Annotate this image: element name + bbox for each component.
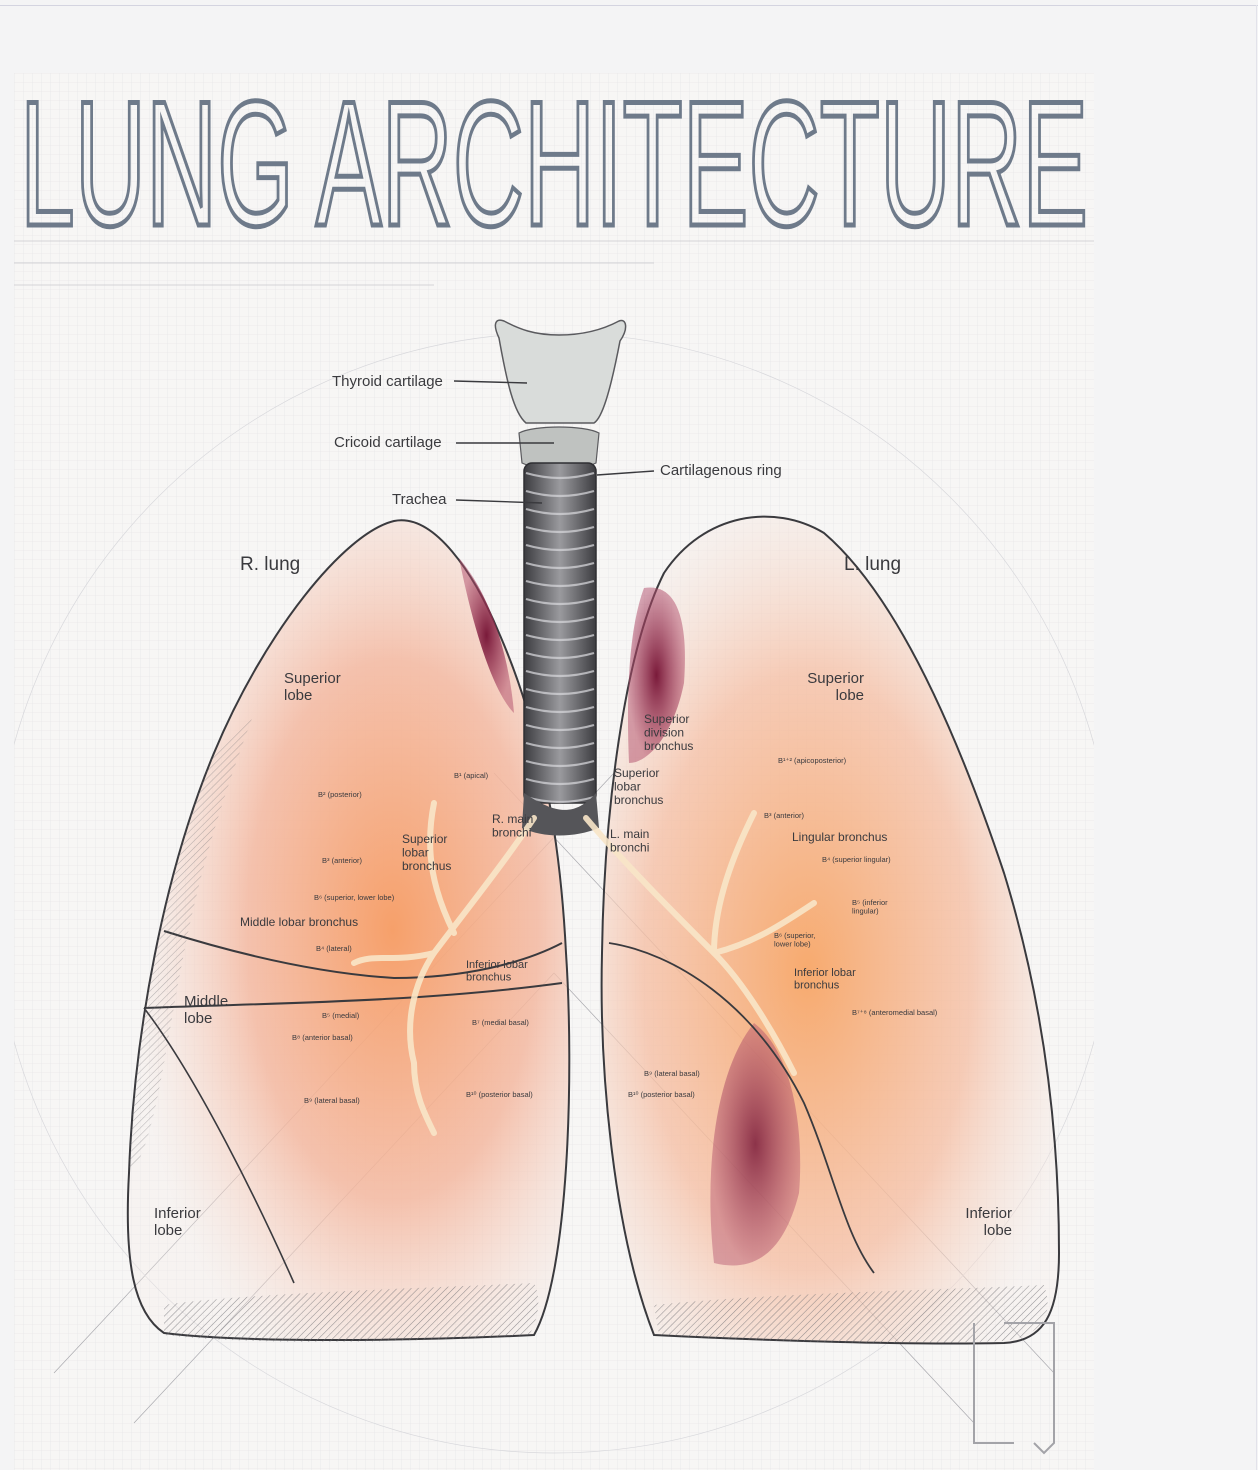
segment-bronchus-label: B¹⁰ (posterior basal): [628, 1090, 695, 1099]
poster-title: LUNG ARCHITECTURE: [20, 73, 1088, 263]
cricoid-cartilage-label: Cricoid cartilage: [334, 434, 442, 451]
segment-bronchus-label: B¹⁺² (apicoposterior): [778, 756, 847, 765]
segment-bronchus-label: B³ (anterior): [764, 811, 805, 820]
right-border: [1256, 5, 1257, 1470]
trachea-label: Trachea: [392, 491, 447, 508]
thyroid-cartilage-label: Thyroid cartilage: [332, 373, 443, 390]
segment-bronchus-label: B² (posterior): [318, 790, 362, 799]
segment-bronchus-label: B⁶ (superior, lower lobe): [314, 893, 395, 902]
cartilagenous-ring-label: Cartilagenous ring: [660, 462, 782, 479]
middle-lobar-bronchus-label: Middle lobar bronchus: [240, 915, 358, 929]
segment-bronchus-label: B⁶ (superior,lower lobe): [774, 931, 815, 948]
segment-bronchus-label: B¹⁰ (posterior basal): [466, 1090, 533, 1099]
right-lung-label: R. lung: [240, 554, 300, 575]
segment-bronchus-label: B⁵ (medial): [322, 1011, 360, 1020]
segment-bronchus-label: B⁷⁺⁸ (anteromedial basal): [852, 1008, 938, 1017]
segment-bronchus-label: B³ (anterior): [322, 856, 363, 865]
segment-bronchus-label: B⁷ (medial basal): [472, 1018, 529, 1027]
segment-bronchus-label: B⁴ (lateral): [316, 944, 352, 953]
lingular-bronchus-label: Lingular bronchus: [792, 830, 887, 844]
lung-architecture-poster: LUNG ARCHITECTURE: [14, 73, 1094, 1470]
segment-bronchus-label: B¹ (apical): [454, 771, 489, 780]
segment-bronchus-label: B⁴ (superior lingular): [822, 855, 891, 864]
segment-bronchus-label: B⁹ (lateral basal): [304, 1096, 360, 1105]
segment-bronchus-label: B⁹ (lateral basal): [644, 1069, 700, 1078]
top-border: [0, 5, 1258, 6]
left-lung-label: L. lung: [844, 554, 901, 575]
segment-bronchus-label: B⁸ (anterior basal): [292, 1033, 353, 1042]
